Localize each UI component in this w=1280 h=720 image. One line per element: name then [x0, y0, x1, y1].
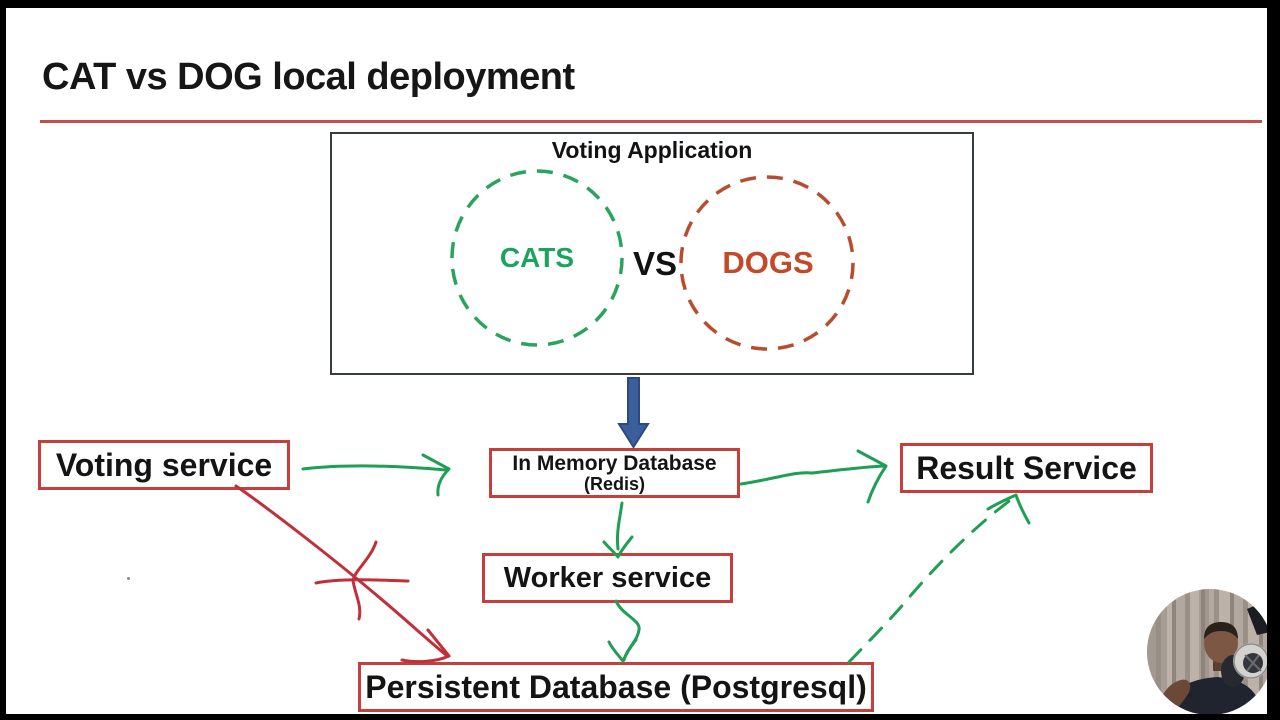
letterbox-right: [1267, 0, 1280, 720]
mic-ring-spokes: [1244, 654, 1262, 672]
letterbox-top: [0, 0, 1280, 8]
dogs-label: DOGS: [722, 245, 814, 280]
arrow-redis-to-worker: [602, 501, 634, 559]
in-memory-db-sublabel: (Redis): [583, 473, 645, 494]
node-worker-service: Worker service: [482, 553, 733, 603]
node-in-memory-db: In Memory Database (Redis): [489, 448, 740, 498]
stray-dot: [127, 577, 130, 580]
arrow-app-to-redis: [617, 377, 650, 449]
vs-label: VS: [632, 245, 678, 282]
presenter-webcam: [1147, 589, 1273, 715]
arrow-postgres-to-result: [847, 493, 1031, 664]
node-voting-service: Voting service: [38, 440, 290, 490]
cats-label: CATS: [499, 242, 575, 273]
in-memory-db-label: In Memory Database: [512, 452, 717, 476]
voting-application-label: Voting Application: [551, 137, 753, 163]
result-service-label: Result Service: [916, 449, 1137, 486]
title-underline: [40, 120, 1262, 123]
presenter-hair: [1204, 622, 1238, 639]
presenter-head: [1204, 623, 1238, 663]
letterbox-left: [0, 0, 6, 720]
arrow-voting-to-postgres: [234, 484, 451, 664]
slide-title: CAT vs DOG local deployment: [42, 56, 575, 98]
node-persistent-db: Persistent Database (Postgresql): [358, 662, 874, 712]
presenter-figure: [1147, 589, 1273, 715]
voting-service-label: Voting service: [55, 446, 273, 483]
letterbox-bottom: [0, 714, 1280, 720]
curtain-fold: [1199, 589, 1209, 715]
curtain-fold: [1147, 589, 1167, 715]
node-result-service: Result Service: [900, 443, 1153, 493]
cross-out-mark: [314, 540, 410, 621]
voting-application-box: Voting Application: [330, 132, 974, 375]
worker-service-label: Worker service: [503, 561, 712, 594]
arrow-voting-to-redis: [301, 453, 451, 497]
arrow-redis-to-result: [739, 449, 888, 504]
arrow-worker-to-postgres: [607, 599, 641, 663]
persistent-db-label: Persistent Database (Postgresql): [365, 668, 867, 705]
